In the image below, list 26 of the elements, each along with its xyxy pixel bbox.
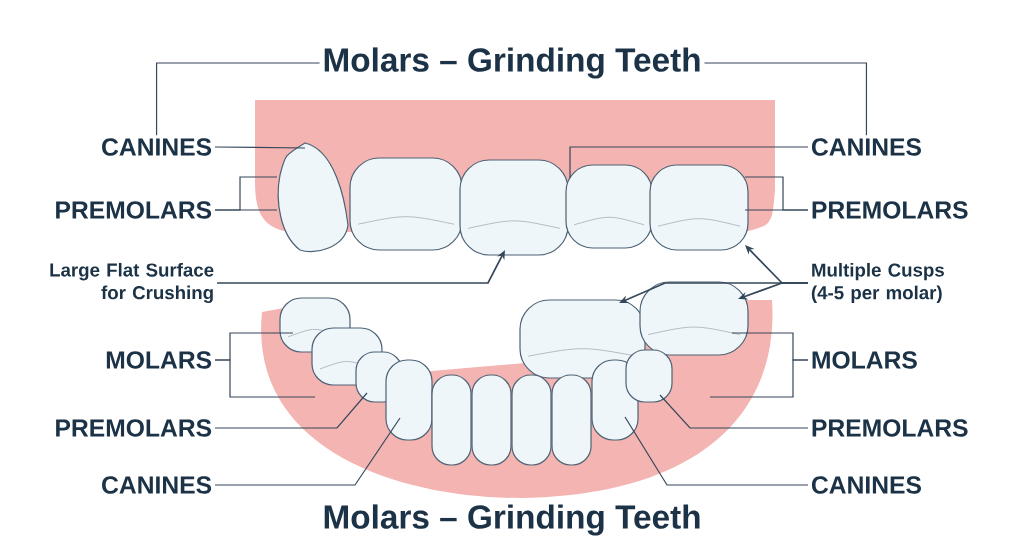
tooth-label: PREMOLARS bbox=[56, 419, 212, 437]
callout-text: Multiple Cusps (4-5 per molar) bbox=[811, 262, 944, 303]
callout-text: Large Flat Surface for Crushing bbox=[50, 262, 214, 304]
leader-line bbox=[214, 392, 368, 429]
leader-line bbox=[569, 146, 809, 179]
leader-line bbox=[744, 209, 809, 211]
tooth-label: PREMOLARS bbox=[812, 201, 968, 219]
leader-line bbox=[214, 146, 306, 149]
leader-line bbox=[659, 394, 809, 429]
tooth-label: MOLARS bbox=[106, 351, 212, 369]
diagram-title: Molars – Grinding Teeth bbox=[324, 47, 700, 79]
tooth-label: CANINES bbox=[811, 476, 921, 494]
leader-line bbox=[214, 417, 401, 486]
tooth-label: PREMOLARS bbox=[812, 419, 968, 437]
tooth-label: CANINES bbox=[102, 138, 212, 156]
leader-line bbox=[214, 359, 316, 398]
leader-line bbox=[709, 359, 809, 398]
tooth-label: CANINES bbox=[811, 138, 921, 156]
tooth-label: MOLARS bbox=[812, 351, 917, 369]
tooth-label: PREMOLARS bbox=[56, 201, 212, 219]
diagram-title: Molars – Grinding Teeth bbox=[324, 504, 700, 536]
leader-line bbox=[155, 62, 321, 136]
leader-line bbox=[624, 416, 809, 486]
leader-line bbox=[214, 209, 278, 211]
tooth-label: CANINES bbox=[102, 476, 212, 494]
leader-line bbox=[703, 62, 868, 136]
